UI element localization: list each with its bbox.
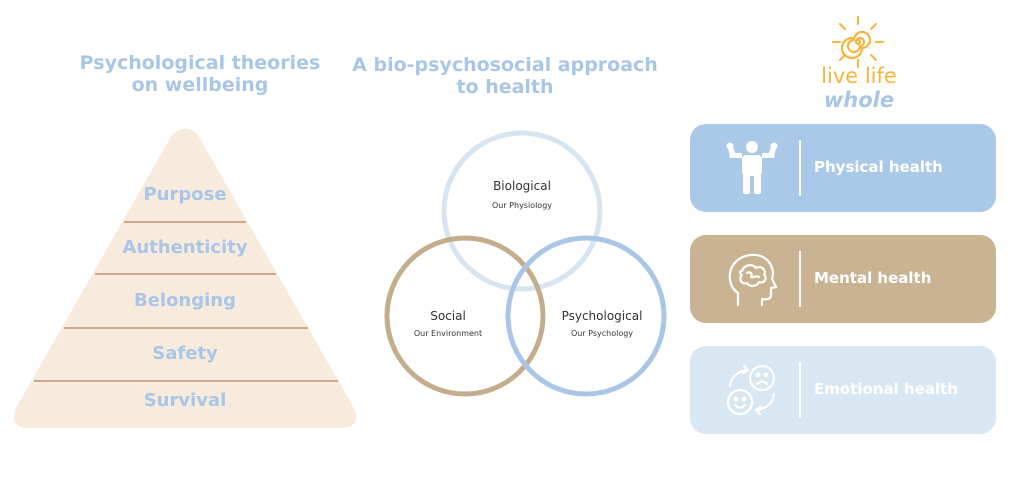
left-heading: Psychological theories on wellbeing: [70, 52, 330, 96]
middle-heading: A bio-psychosocial approach to health: [350, 54, 660, 98]
venn-circle-social: [384, 235, 546, 397]
middle-heading-line-2: to health: [456, 76, 554, 98]
pyramid-level-purpose: Purpose: [143, 184, 227, 205]
pyramid-level-authenticity: Authenticity: [122, 237, 248, 258]
pyramid-level-survival: Survival: [143, 390, 227, 411]
venn-circle-psychological: [505, 235, 667, 397]
logo-part-1: live life: [821, 64, 897, 88]
pyramid-level-belonging: Belonging: [133, 290, 237, 311]
card-label-emotional-health: Emotional health: [814, 380, 958, 398]
strong-person-icon: [726, 141, 778, 194]
card-divider: [799, 362, 801, 418]
venn-subtitle-biological: Our Physiology: [492, 201, 552, 210]
venn-diagram: Biological Our Physiology Social Our Env…: [384, 130, 667, 397]
middle-heading-line-1: A bio-psychosocial approach: [352, 54, 658, 76]
logo-part-2: whole: [823, 88, 895, 112]
venn-title-biological: Biological: [493, 179, 551, 193]
pyramid-shape: [13, 128, 357, 428]
pyramid-level-safety: Safety: [152, 343, 218, 364]
card-divider: [799, 140, 801, 196]
logo-text: live life whole: [784, 64, 934, 112]
card-mental-health: Mental health: [690, 235, 996, 323]
left-heading-line-1: Psychological theories: [79, 52, 321, 74]
venn-subtitle-psychological: Our Psychology: [571, 329, 633, 338]
venn-title-social: Social: [430, 309, 466, 323]
head-brain-icon: [728, 253, 778, 307]
card-label-physical-health: Physical health: [814, 158, 943, 176]
venn-subtitle-social: Our Environment: [414, 329, 482, 338]
card-emotional-health: Emotional health: [690, 346, 996, 434]
emotions-faces-icon: [726, 364, 776, 416]
sun-swirl-icon: [832, 16, 884, 68]
card-physical-health: Physical health: [690, 124, 996, 212]
venn-circle-biological: [441, 130, 603, 292]
card-label-mental-health: Mental health: [814, 269, 932, 287]
pyramid: [13, 128, 357, 428]
left-heading-line-2: on wellbeing: [131, 74, 269, 96]
venn-title-psychological: Psychological: [562, 309, 643, 323]
card-divider: [799, 251, 801, 307]
